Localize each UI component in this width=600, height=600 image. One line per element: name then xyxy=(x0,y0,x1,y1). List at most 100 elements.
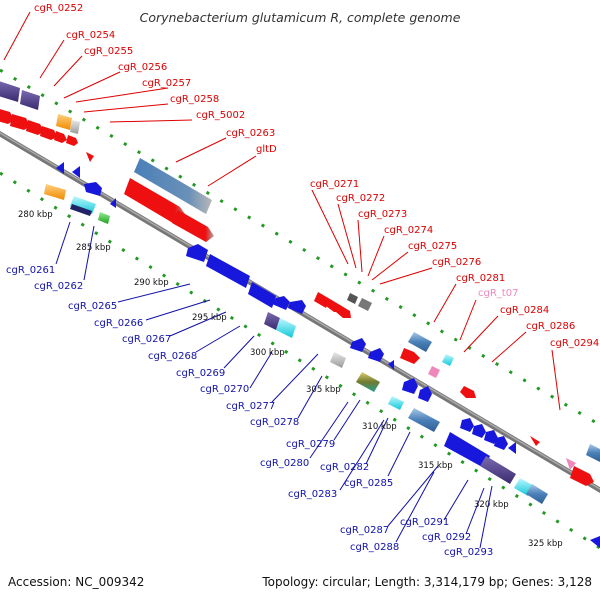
gene-label-cgR_0291[interactable]: cgR_0291 xyxy=(400,517,449,528)
gene-label-gltD[interactable]: gltD xyxy=(256,144,277,155)
reverse-leader-lines xyxy=(55,221,493,549)
gene-label-cgR_0280[interactable]: cgR_0279 xyxy=(286,439,335,450)
kbp-label: 290 kbp xyxy=(134,278,169,288)
kbp-label: 280 kbp xyxy=(18,210,53,220)
kbp-label: 305 kbp xyxy=(306,385,341,395)
gene-arrow xyxy=(124,178,188,226)
gene-block xyxy=(0,81,20,102)
tick-track-inner xyxy=(0,171,600,550)
gene-label-cgR_0254[interactable]: cgR_0254 xyxy=(66,30,115,41)
gene-block xyxy=(347,293,358,304)
gene-label-cgR_0277[interactable]: cgR_0277 xyxy=(226,401,275,412)
accession-text: Accession: NC_009342 xyxy=(8,575,144,589)
gene-label-cgR_0271[interactable]: cgR_0271 xyxy=(310,179,359,190)
kbp-labels: 280 kbp 285 kbp 290 kbp 295 kbp 300 kbp … xyxy=(18,210,563,549)
gene-block xyxy=(206,254,250,288)
gene-block xyxy=(264,312,280,330)
gene-label-cgR_0288[interactable]: cgR_0288 xyxy=(350,542,399,553)
gene-arrow xyxy=(172,210,214,242)
gene-label-cgR_0284[interactable]: cgR_0284 xyxy=(500,305,549,316)
gene-block xyxy=(330,352,346,368)
forward-leader-lines xyxy=(3,11,561,411)
gene-arrow xyxy=(0,109,14,124)
gene-label-cgR_0258[interactable]: cgR_0258 xyxy=(170,94,219,105)
gene-arrow xyxy=(40,126,57,140)
gene-block xyxy=(70,120,80,134)
gene-label-cgR_0278[interactable]: cgR_0278 xyxy=(250,417,299,428)
gene-label-cgR_5002[interactable]: cgR_5002 xyxy=(196,110,245,121)
gene-label-cgR_0255[interactable]: cgR_0255 xyxy=(84,46,133,57)
gene-block xyxy=(442,354,454,366)
gene-arrow xyxy=(186,244,208,262)
gene-label-cgR_0252[interactable]: cgR_0252 xyxy=(34,3,83,14)
gene-arrow xyxy=(272,296,290,310)
gene-label-cgR_0274[interactable]: cgR_0274 xyxy=(384,225,433,236)
gene-block xyxy=(408,408,440,432)
map-title: Corynebacterium glutamicum R, complete g… xyxy=(140,10,461,25)
gene-label-cgR_0272[interactable]: cgR_0272 xyxy=(336,193,385,204)
gene-arrow xyxy=(314,292,330,308)
gene-block xyxy=(20,90,40,110)
gene-label-cgR_0267[interactable]: cgR_0267 xyxy=(122,334,171,345)
gene-block xyxy=(408,332,432,352)
gene-label-cgR_0281[interactable]: cgR_0281 xyxy=(456,273,505,284)
gene-arrow xyxy=(400,348,420,364)
gene-arrow xyxy=(508,442,516,454)
kbp-label: 325 kbp xyxy=(528,539,563,549)
gene-label-cgR_0273[interactable]: cgR_0273 xyxy=(358,209,407,220)
gene-label-cgR_0293[interactable]: cgR_0293 xyxy=(444,547,493,558)
gene-label-cgR_t07[interactable]: cgR_t07 xyxy=(478,288,518,299)
gene-label-cgR_0268[interactable]: cgR_0268 xyxy=(148,351,197,362)
gene-label-cgR_0269[interactable]: cgR_0269 xyxy=(176,368,225,379)
forward-labels: cgR_0252 cgR_0254 cgR_0255 cgR_0256 cgR_… xyxy=(34,3,599,349)
gene-arrow xyxy=(460,418,474,432)
gene-block xyxy=(44,184,66,200)
gene-label-cgR_0262[interactable]: cgR_0262 xyxy=(34,281,83,292)
gene-block xyxy=(526,484,548,504)
gene-label-cgR_0282[interactable]: cgR_0283 xyxy=(288,489,337,500)
gene-block xyxy=(586,444,600,462)
gene-label-cgR_0266[interactable]: cgR_0266 xyxy=(94,318,143,329)
gene-arrow xyxy=(72,166,80,178)
gene-arrow xyxy=(336,305,351,318)
gene-label-cgR_0279[interactable]: cgR_0280 xyxy=(260,458,309,469)
gene-arrow xyxy=(494,436,508,450)
gene-arrow xyxy=(350,338,366,352)
kbp-label: 320 kbp xyxy=(474,500,509,510)
gene-arrow xyxy=(484,430,498,444)
gene-arrow xyxy=(10,114,30,130)
gene-label-cgR_0283[interactable]: cgR_0282 xyxy=(320,462,369,473)
gene-block xyxy=(388,396,404,410)
gene-label-cgR_0265[interactable]: cgR_0265 xyxy=(68,301,117,312)
kbp-label: 315 kbp xyxy=(418,461,453,471)
gene-arrow xyxy=(288,300,306,314)
gene-arrow xyxy=(460,386,476,398)
gene-arrow xyxy=(472,424,486,438)
gene-label-cgR_0257[interactable]: cgR_0257 xyxy=(142,78,191,89)
gene-label-cgR_0256[interactable]: cgR_0256 xyxy=(118,62,167,73)
trna-feature xyxy=(428,366,440,378)
gene-label-cgR_0263[interactable]: cgR_0263 xyxy=(226,128,275,139)
gene-label-cgR_0285[interactable]: cgR_0285 xyxy=(344,478,393,489)
gene-arrow xyxy=(86,152,94,162)
gene-label-cgR_0294[interactable]: cgR_0294 xyxy=(550,338,599,349)
gene-label-cgR_0261[interactable]: cgR_0261 xyxy=(6,265,55,276)
gene-label-cgR_0292[interactable]: cgR_0292 xyxy=(422,532,471,543)
gene-label-cgR_0276[interactable]: cgR_0276 xyxy=(432,257,481,268)
gene-label-cgR_0270[interactable]: cgR_0270 xyxy=(200,384,249,395)
gene-label-cgR_0286[interactable]: cgR_0286 xyxy=(526,321,575,332)
gene-arrow xyxy=(54,131,67,143)
kbp-label: 285 kbp xyxy=(76,243,111,253)
reverse-features xyxy=(44,162,600,548)
reverse-labels: cgR_0261 cgR_0262 cgR_0265 cgR_0266 cgR_… xyxy=(6,265,493,558)
gene-block xyxy=(444,432,490,468)
gene-label-cgR_0287[interactable]: cgR_0287 xyxy=(340,525,389,536)
kbp-label: 300 kbp xyxy=(250,348,285,358)
gene-arrow xyxy=(590,536,600,548)
gene-block xyxy=(98,212,110,224)
gene-block xyxy=(480,456,516,484)
topology-text: Topology: circular; Length: 3,314,179 bp… xyxy=(261,575,592,589)
gene-label-cgR_0275[interactable]: cgR_0275 xyxy=(408,241,457,252)
